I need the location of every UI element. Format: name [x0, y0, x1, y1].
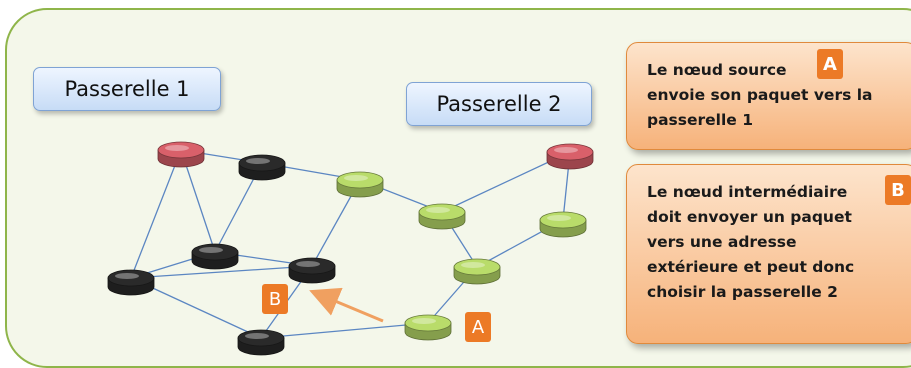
callout-b-line: doit envoyer un paquet: [647, 208, 852, 226]
network-link: [260, 322, 429, 339]
callout-a-line: Le nœud source: [647, 61, 787, 79]
path-node: [336, 171, 384, 198]
mesh-node: [191, 243, 239, 270]
network-graph: [107, 141, 594, 356]
badge-b: B: [885, 175, 911, 205]
direction-arrow: [309, 287, 384, 323]
callout-b-line: choisir la passerelle 2: [647, 283, 838, 301]
callout-b-line: vers une adresse: [647, 233, 797, 251]
mesh-node: [237, 329, 285, 356]
callout-a-line: passerelle 1: [647, 111, 753, 129]
gateway-1-label: Passerelle 1: [33, 67, 221, 111]
network-link: [130, 149, 182, 279]
callout-a-line: envoie son paquet vers la: [647, 86, 873, 104]
network-label-a: A: [465, 312, 491, 342]
callout-source-node: Le nœud source envoie son paquet vers la…: [626, 42, 911, 150]
path-node: [418, 203, 466, 230]
mesh-node: [288, 257, 336, 284]
gateway-node: [157, 141, 205, 168]
callout-b-text: Le nœud intermédiaire doit envoyer un pa…: [647, 180, 854, 305]
callout-intermediate-node: Le nœud intermédiaire doit envoyer un pa…: [626, 164, 911, 344]
mesh-node: [107, 269, 155, 296]
network-label-b: B: [262, 284, 288, 314]
path-node: [404, 314, 452, 341]
path-node: [453, 258, 501, 285]
mesh-node: [238, 154, 286, 181]
callout-a-text: Le nœud source envoie son paquet vers la…: [647, 58, 872, 133]
badge-a: A: [817, 49, 843, 79]
gateway-2-label: Passerelle 2: [406, 82, 592, 126]
network-link: [130, 265, 313, 279]
callout-b-line: extérieure et peut donc: [647, 258, 855, 276]
path-node: [539, 211, 587, 238]
callout-b-line: Le nœud intermédiaire: [647, 183, 848, 201]
gateway-node: [546, 143, 594, 170]
